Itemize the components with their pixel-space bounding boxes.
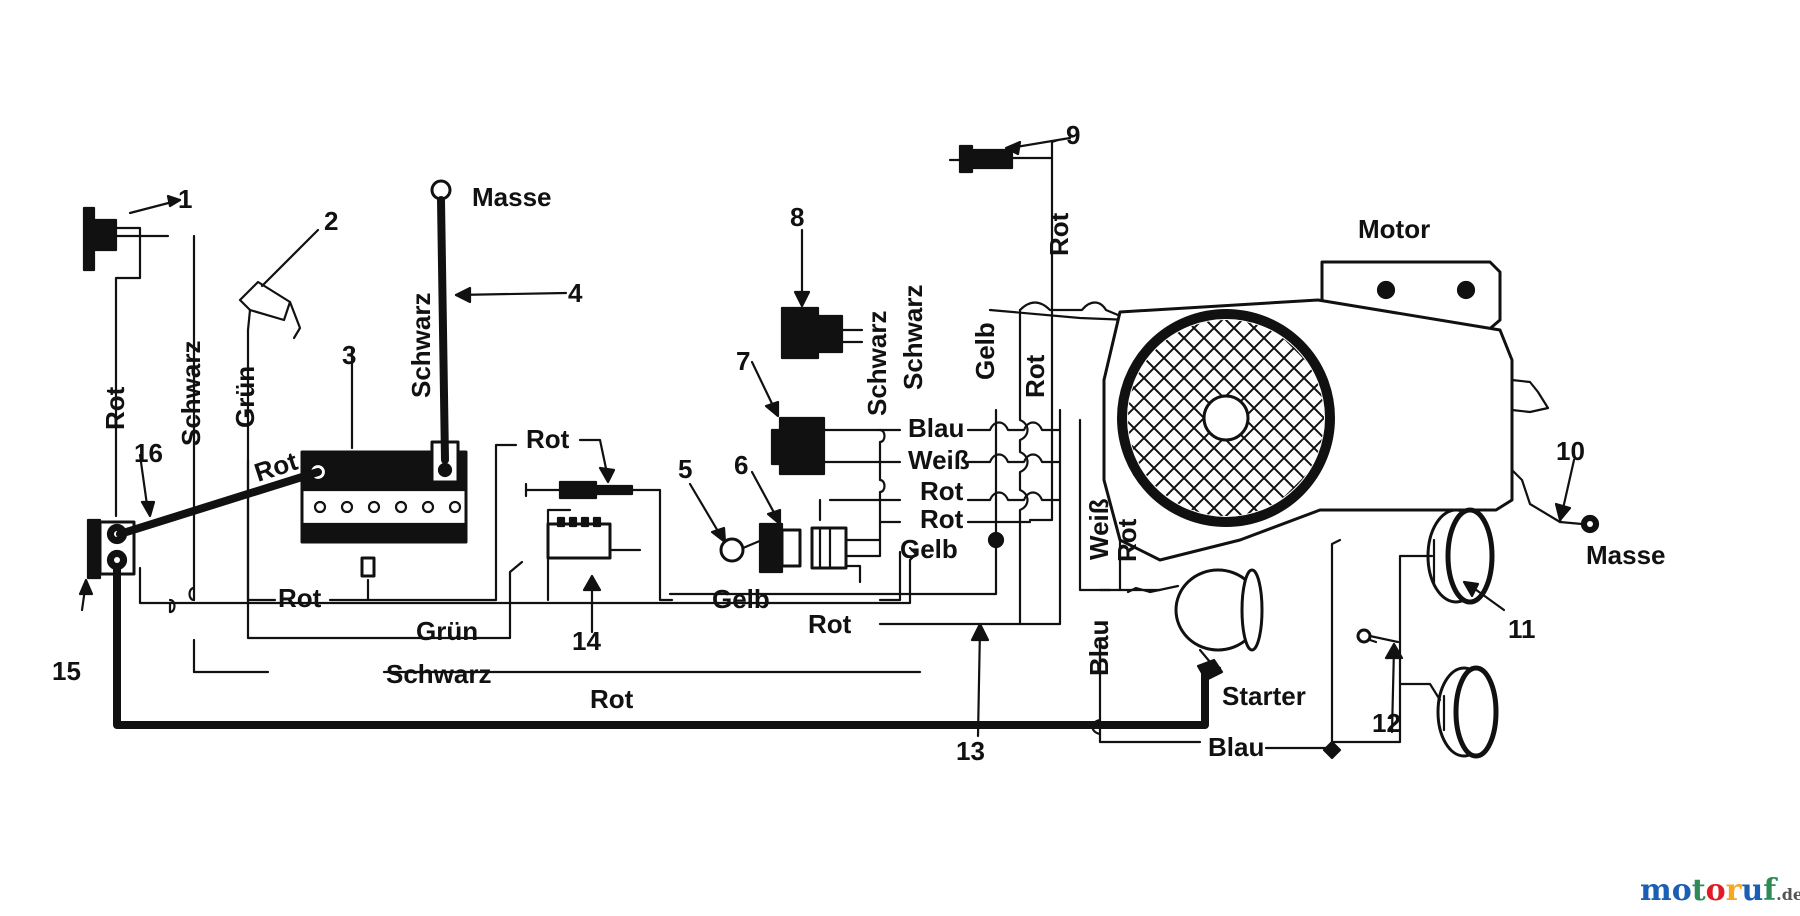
callout-14: 14 [572,626,601,656]
label-schwarz-vertical-left: Schwarz [176,341,206,447]
label-weiss-vertical: Weiß [1084,498,1114,560]
label-masse-top: Masse [472,182,552,212]
callout-11: 11 [1508,614,1536,644]
callout-8: 8 [790,202,804,232]
part-2-bracket [238,228,320,340]
svg-text:motoruf.de: motoruf.de [1640,873,1800,908]
part-11-headlight-upper [1426,507,1495,605]
callout-1: 1 [178,184,192,214]
part-15-solenoid [78,453,1209,729]
label-rot-vertical-left: Rot [100,386,130,430]
label-gelb-mid: Gelb [712,584,770,614]
callout-10: 10 [1556,436,1585,466]
part-11-headlight-lower [1436,665,1499,759]
label-gelb-right: Gelb [900,534,958,564]
label-rot-top: Rot [526,424,570,454]
part-4-ground-strap [430,179,568,464]
label-masse-right: Masse [1586,540,1666,570]
callout-7: 7 [736,346,750,376]
motor-body [1102,260,1600,562]
starter-motor [1126,568,1264,704]
label-rot-left: Rot [278,583,322,613]
label-weiss-right: Weiß [908,445,970,475]
callout-5: 5 [678,454,692,484]
label-rot-vertical-top: Rot [1044,212,1074,256]
label-rot-vertical-engine: Rot [1112,518,1142,562]
part-5-lamp [688,482,764,563]
callout-3: 3 [342,340,356,370]
label-starter: Starter [1222,681,1306,711]
callout-12: 12 [1372,708,1401,738]
callout-2: 2 [324,206,338,236]
part-1-switch [82,194,182,342]
label-rot-bottom: Rot [590,684,634,714]
label-rot-right-1: Rot [920,476,964,506]
callout-13: 13 [956,736,985,766]
label-motor: Motor [1358,214,1430,244]
label-blau-bottom: Blau [1208,732,1264,762]
callout-6: 6 [734,450,748,480]
label-schwarz-bottom: Schwarz [386,659,492,689]
label-schwarz-8a: Schwarz [862,311,892,417]
fuse-connector [524,438,674,602]
label-rot-vertical-center: Rot [1020,354,1050,398]
part-14-module [546,508,642,634]
watermark: motoruf.de [1640,873,1800,908]
junction-dot [1322,740,1342,760]
label-gelb-vertical: Gelb [970,322,1000,380]
callout-16: 16 [134,438,163,468]
label-schwarz-8b: Schwarz [898,285,928,391]
label-schwarz-strap: Schwarz [406,293,436,399]
part-6-ignition-switch [750,470,882,584]
label-gruen-bottom: Grün [416,616,478,646]
part-7-connector [750,360,882,476]
callout-15: 15 [52,656,81,686]
part-8-connector [780,228,864,360]
label-gruen-vertical: Grün [230,366,260,428]
label-blau-right: Blau [908,413,964,443]
callout-4: 4 [568,278,583,308]
label-rot-mid: Rot [808,609,852,639]
label-rot-right-2: Rot [920,504,964,534]
part-9-spark-plug [948,136,1072,522]
callout-9: 9 [1066,120,1080,150]
label-blau-vertical: Blau [1084,620,1114,676]
